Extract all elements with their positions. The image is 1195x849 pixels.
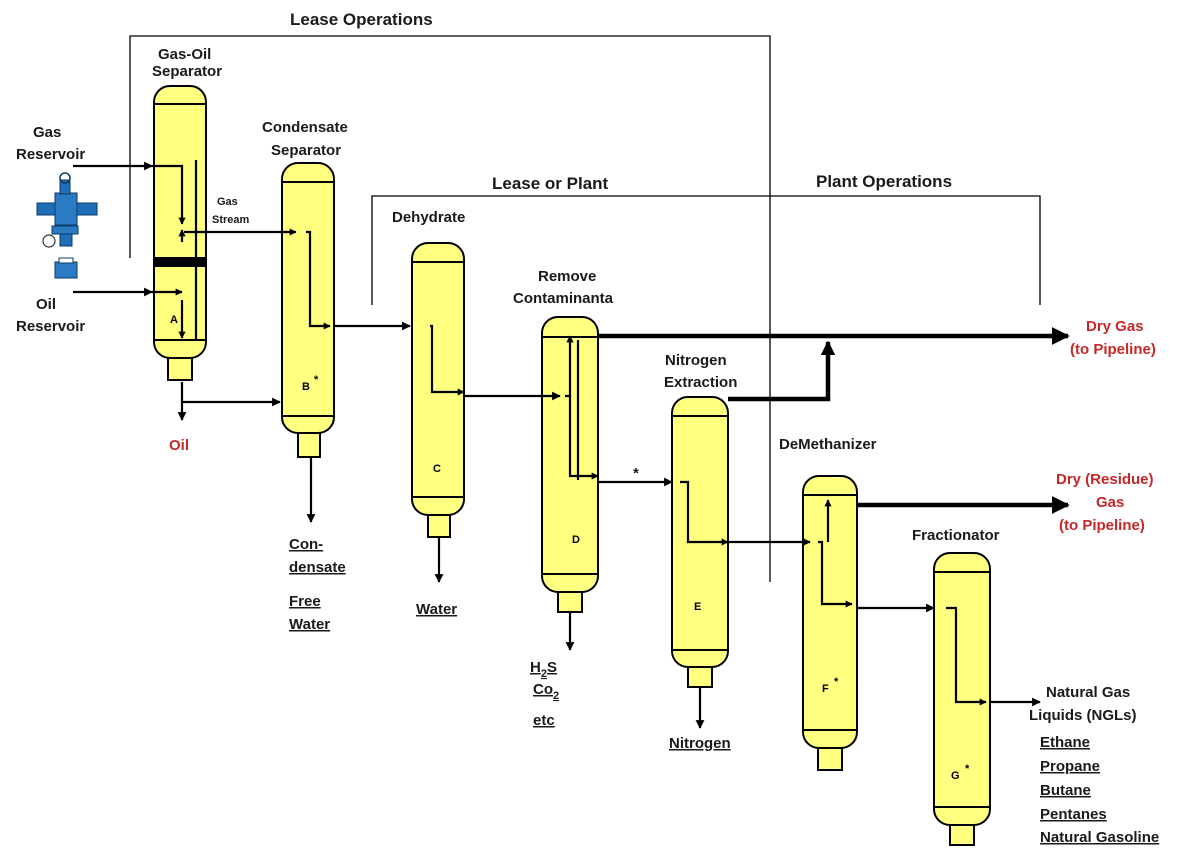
stream-star-marker: * — [633, 465, 639, 482]
dry-residue-gas-label-1: Dry (Residue) — [1056, 471, 1154, 488]
ngl-item-butane: Butane — [1040, 782, 1091, 799]
demethanizer-vessel — [802, 475, 858, 771]
free-water-label-2: Water — [289, 616, 330, 633]
unit-g-letter: G — [951, 770, 960, 782]
h2s-sub: 2 — [541, 668, 547, 680]
nitrogen-output-label: Nitrogen — [669, 735, 731, 752]
free-water-label-1: Free — [289, 593, 321, 610]
unit-b-letter: B — [302, 381, 310, 393]
unit-a-title-1: Gas-Oil — [158, 46, 211, 63]
wellhead-icon — [36, 172, 98, 279]
fractionator-vessel — [933, 552, 991, 846]
co2-sub: 2 — [553, 690, 559, 702]
unit-b-title-1: Condensate — [262, 119, 348, 136]
h2s-label: H2S — [530, 659, 557, 680]
unit-f-star: * — [834, 676, 839, 688]
unit-d-title-2: Contaminanta — [513, 290, 614, 307]
gas-stream-label-1: Gas — [217, 196, 238, 208]
ngl-item-pentanes: Pentanes — [1040, 806, 1107, 823]
unit-b-star: * — [314, 374, 319, 386]
nitrogen-extraction-vessel — [671, 396, 729, 688]
dry-gas-label-1: Dry Gas — [1086, 318, 1144, 335]
unit-g-star: * — [965, 763, 970, 775]
h2s-base: H — [530, 659, 541, 676]
ngl-item-natural-gasoline: Natural Gasoline — [1040, 829, 1159, 846]
unit-d-letter: D — [572, 534, 580, 546]
unit-c-title: Dehydrate — [392, 209, 465, 226]
unit-g-title: Fractionator — [912, 527, 1000, 544]
co2-base: Co — [533, 681, 553, 698]
gas-reservoir-label-1: Gas — [33, 124, 61, 141]
co2-label: Co2 — [533, 681, 559, 702]
ngl-item-propane: Propane — [1040, 758, 1100, 775]
condensate-label-2: densate — [289, 559, 346, 576]
oil-reservoir-label-1: Oil — [36, 296, 56, 313]
dry-residue-gas-label-3: (to Pipeline) — [1059, 517, 1145, 534]
gas-reservoir-label-2: Reservoir — [16, 146, 85, 163]
gas-stream-label-2: Stream — [212, 214, 250, 226]
lease-operations-label: Lease Operations — [290, 10, 433, 29]
condensate-label-1: Con- — [289, 536, 323, 553]
water-output-label: Water — [416, 601, 457, 618]
unit-c-letter: C — [433, 463, 441, 475]
dehydrate-vessel — [411, 242, 465, 538]
h2s-rest: S — [547, 659, 557, 676]
unit-f-title: DeMethanizer — [779, 436, 877, 453]
condensate-separator-vessel — [281, 162, 335, 458]
unit-e-letter: E — [694, 601, 701, 613]
etc-label: etc — [533, 712, 555, 729]
oil-reservoir-label-2: Reservoir — [16, 318, 85, 335]
unit-a-title-2: Separator — [152, 63, 222, 80]
ngl-title-1: Natural Gas — [1046, 684, 1130, 701]
ngl-item-ethane: Ethane — [1040, 734, 1090, 751]
lease-or-plant-bracket — [371, 195, 1041, 305]
unit-b-title-2: Separator — [271, 142, 341, 159]
dry-residue-gas-label-2: Gas — [1096, 494, 1124, 511]
unit-e-title-1: Nitrogen — [665, 352, 727, 369]
plant-operations-label: Plant Operations — [816, 172, 952, 191]
flow-lines — [73, 160, 1070, 729]
dry-gas-label-2: (to Pipeline) — [1070, 341, 1156, 358]
lease-or-plant-label: Lease or Plant — [492, 174, 609, 193]
unit-d-title-1: Remove — [538, 268, 596, 285]
lease-operations-bracket — [129, 35, 771, 582]
unit-a-letter: A — [170, 314, 178, 326]
ngl-title-2: Liquids (NGLs) — [1029, 707, 1137, 724]
unit-f-letter: F — [822, 683, 829, 695]
unit-e-title-2: Extraction — [664, 374, 737, 391]
oil-output-label: Oil — [169, 437, 189, 454]
